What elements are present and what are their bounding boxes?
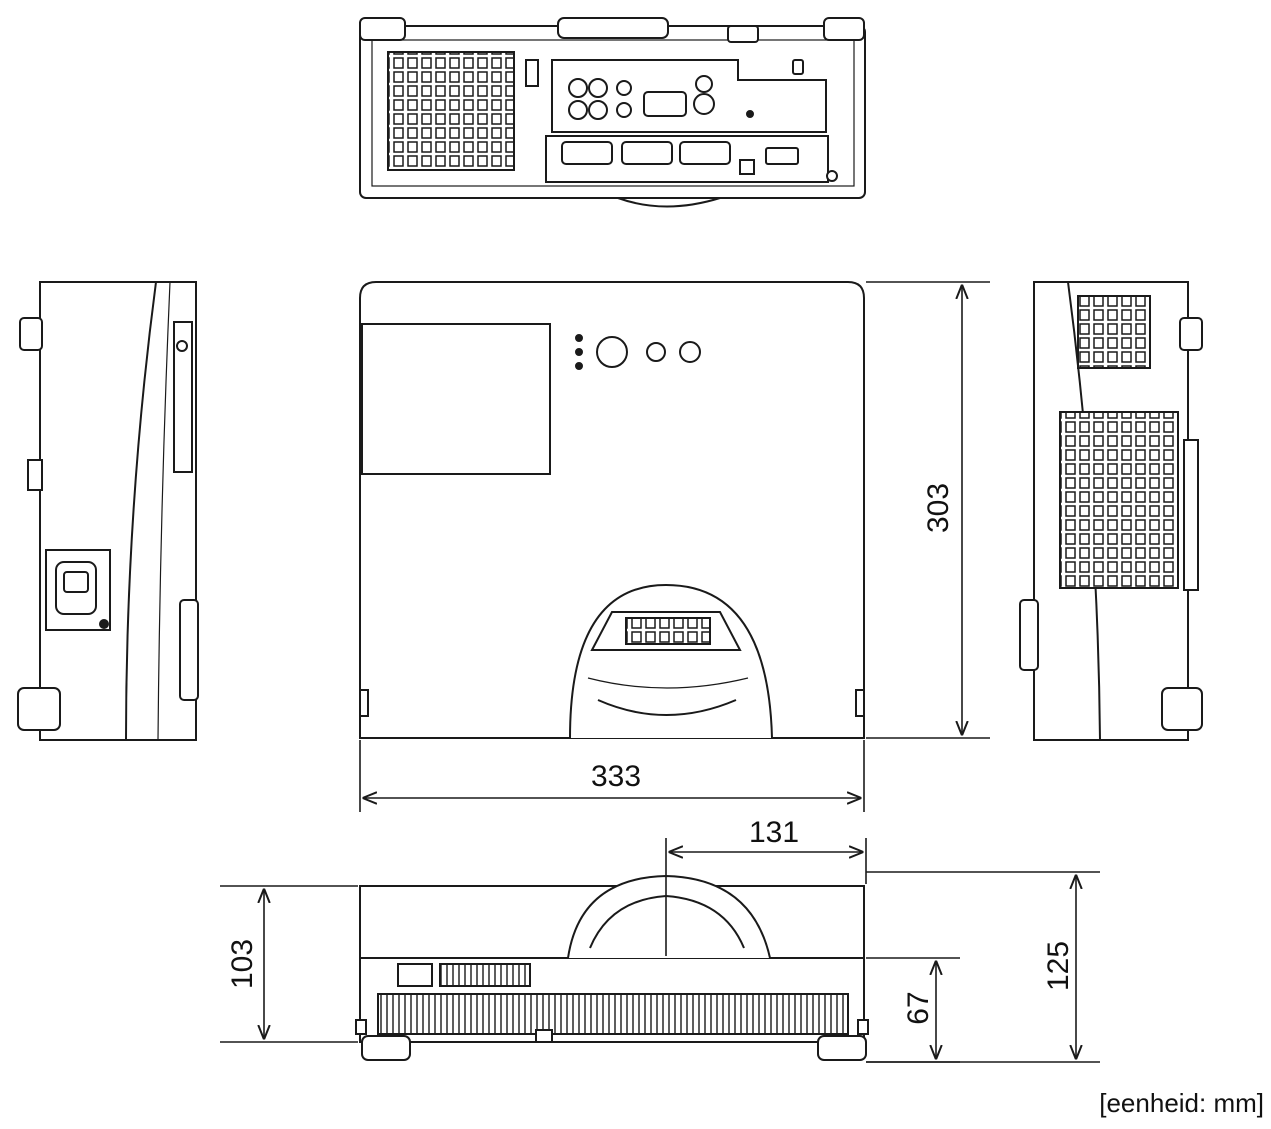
rear-grill	[387, 51, 515, 171]
dim-lens-offset-label: 131	[749, 816, 799, 849]
unit-note: [eenheid: mm]	[1099, 1088, 1264, 1118]
top-view	[359, 281, 865, 739]
right-side-view	[1019, 281, 1203, 741]
control-button	[646, 342, 666, 362]
dim-foot-height-label: 67	[902, 991, 935, 1024]
control-button	[679, 341, 701, 363]
front-view	[355, 874, 869, 1061]
dim-width-label: 333	[591, 760, 641, 793]
lens-housing	[569, 583, 773, 739]
dimension-lines	[220, 281, 1100, 1063]
top-panel	[361, 323, 551, 475]
power-button	[596, 336, 628, 368]
dim-depth-label: 303	[922, 483, 955, 533]
dim-total-height-label: 125	[1042, 941, 1075, 991]
dim-body-height-label: 103	[226, 939, 259, 989]
rear-view	[359, 17, 866, 208]
left-side-view	[17, 281, 199, 741]
filter-grill	[1059, 411, 1179, 589]
